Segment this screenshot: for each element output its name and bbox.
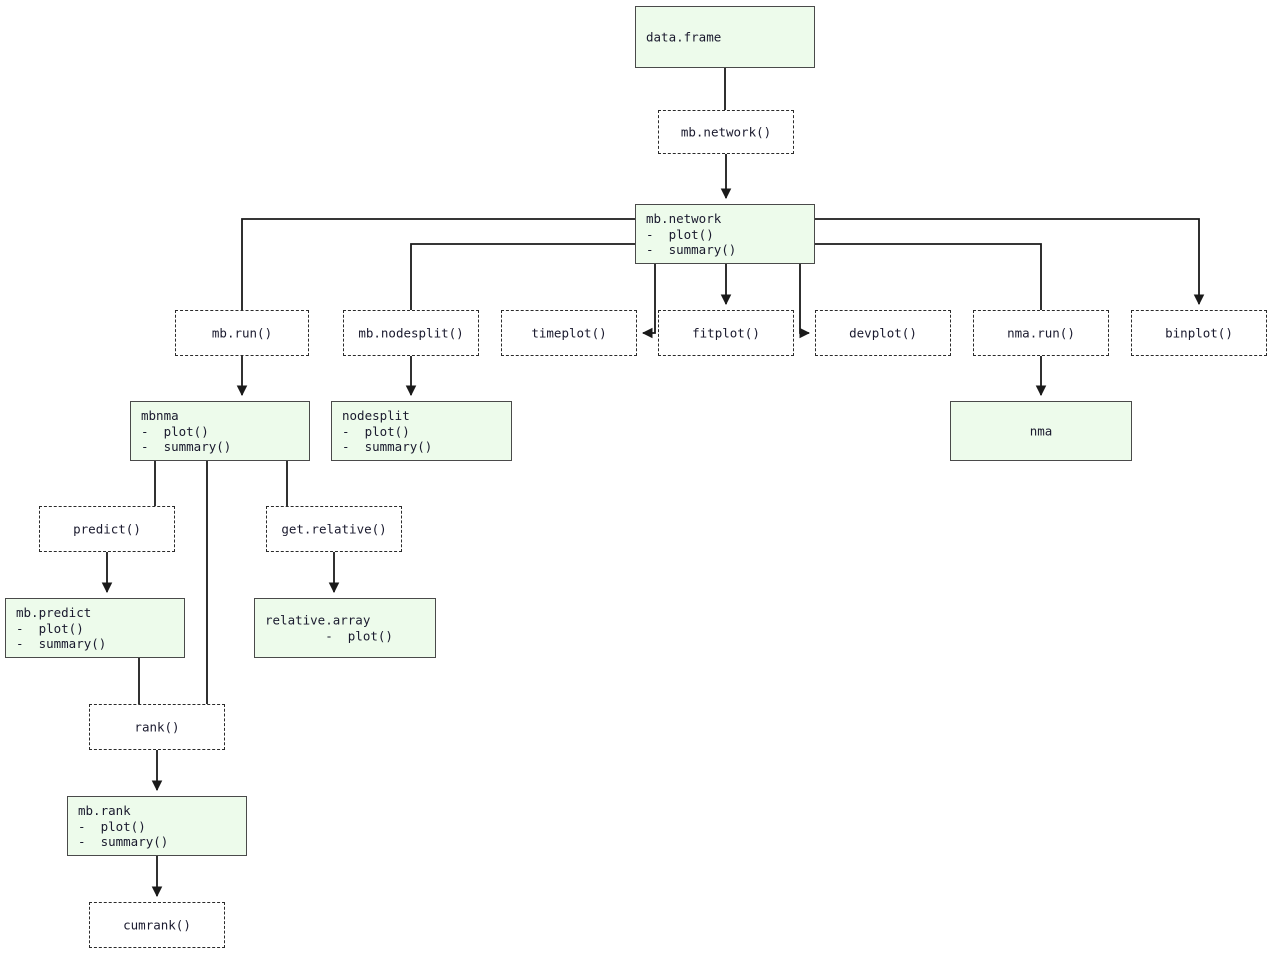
node-label-rank-fn: rank() [134,719,180,735]
node-label-fitplot-fn: fitplot() [692,325,760,341]
node-label-mb-network-fn: mb.network() [680,124,772,140]
edge-mbnetwork-to-devplot [799,264,811,339]
node-timeplot-fn[interactable]: timeplot() [501,310,637,356]
edge-mbnetwork-to-nmarun [815,243,1042,310]
node-rank-fn[interactable]: rank() [89,704,225,750]
node-label-mb-run-fn: mb.run() [211,325,273,341]
node-devplot-fn[interactable]: devplot() [815,310,951,356]
node-mb-nodesplit-fn[interactable]: mb.nodesplit() [343,310,479,356]
node-label-mb-nodesplit-fn: mb.nodesplit() [358,325,464,341]
node-mb-rank-class[interactable]: mb.rank - plot() - summary() [67,796,247,856]
node-relative-array-class[interactable]: relative.array - plot() [254,598,436,658]
node-mbnma-class[interactable]: mbnma - plot() - summary() [130,401,310,461]
node-mb-run-fn[interactable]: mb.run() [175,310,309,356]
node-label-nodesplit-class: nodesplit - plot() - summary() [342,407,433,454]
node-label-mb-predict-class: mb.predict - plot() - summary() [16,604,107,651]
node-label-nma-class: nma [1029,423,1053,439]
node-cumrank-fn[interactable]: cumrank() [89,902,225,948]
node-label-data-frame: data.frame [646,29,722,45]
node-label-devplot-fn: devplot() [849,325,917,341]
edge-mbnetwork-to-timeplot [641,264,656,339]
node-nma-class[interactable]: nma [950,401,1132,461]
node-label-mb-rank-class: mb.rank - plot() - summary() [78,802,169,849]
node-label-timeplot-fn: timeplot() [531,325,607,341]
node-data-frame[interactable]: data.frame [635,6,815,68]
node-mb-network-class[interactable]: mb.network - plot() - summary() [635,204,815,264]
edge-mbnetwork-to-mbnodesplit [410,243,635,310]
node-mb-network-fn[interactable]: mb.network() [658,110,794,154]
node-get-relative-fn[interactable]: get.relative() [266,506,402,552]
node-label-predict-fn: predict() [73,521,141,537]
node-fitplot-fn[interactable]: fitplot() [658,310,794,356]
node-label-relative-array-class: relative.array - plot() [265,612,393,644]
node-predict-fn[interactable]: predict() [39,506,175,552]
node-label-mbnma-class: mbnma - plot() - summary() [141,407,232,454]
node-label-binplot-fn: binplot() [1165,325,1233,341]
node-label-get-relative-fn: get.relative() [281,521,387,537]
node-binplot-fn[interactable]: binplot() [1131,310,1267,356]
edge-mbnetwork-to-mbrun [241,218,635,310]
node-label-cumrank-fn: cumrank() [123,917,191,933]
node-label-mb-network-class: mb.network - plot() - summary() [646,210,737,257]
node-nma-run-fn[interactable]: nma.run() [973,310,1109,356]
node-nodesplit-class[interactable]: nodesplit - plot() - summary() [331,401,512,461]
edge-mbnetwork-to-binplot [815,218,1205,306]
node-label-nma-run-fn: nma.run() [1007,325,1075,341]
node-mb-predict-class[interactable]: mb.predict - plot() - summary() [5,598,185,658]
